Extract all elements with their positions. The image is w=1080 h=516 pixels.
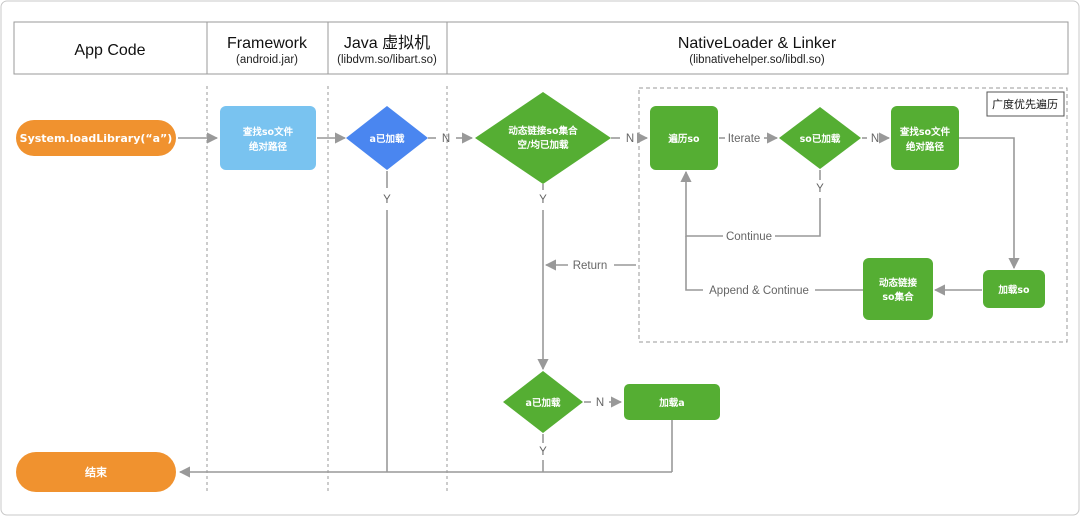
label-n-2: N bbox=[626, 133, 634, 145]
vm-a-loaded-label: a已加载 bbox=[370, 133, 405, 145]
dyn-link-line2: so集合 bbox=[882, 291, 914, 303]
vm-a-loaded-decision[interactable]: a已加载 bbox=[346, 106, 428, 170]
label-n-3: N bbox=[871, 133, 879, 145]
label-n-1: N bbox=[442, 133, 450, 145]
traverse-label: 遍历so bbox=[667, 133, 700, 145]
header-java-vm-sub: (libdvm.so/libart.so) bbox=[337, 54, 437, 66]
traverse-node[interactable]: 遍历so bbox=[650, 106, 718, 170]
load-a-node[interactable]: 加载a bbox=[624, 384, 720, 420]
label-n-4: N bbox=[596, 397, 604, 409]
bfs-label-box bbox=[986, 91, 1065, 117]
edge-find-to-load bbox=[959, 137, 1020, 270]
so-loaded-label: so已加载 bbox=[800, 133, 841, 145]
load-so-label: 加载so bbox=[997, 284, 1030, 296]
header-framework-sub: (android.jar) bbox=[236, 54, 298, 66]
label-y-1: Y bbox=[383, 194, 391, 206]
header-java-vm: Java 虚拟机 bbox=[344, 34, 430, 52]
label-y-2: Y bbox=[539, 194, 547, 206]
header-app-code: App Code bbox=[74, 42, 145, 59]
dyn-link-line1: 动态链接 bbox=[879, 277, 918, 289]
label-return: Return bbox=[573, 260, 608, 272]
edge-append-b bbox=[685, 236, 703, 291]
bfs-label: 广度优先遍历 bbox=[992, 97, 1058, 111]
label-iterate: Iterate bbox=[728, 133, 761, 145]
load-so-node[interactable]: 加载so bbox=[983, 270, 1045, 308]
header-nativeloader-sub: (libnativehelper.so/libdl.so) bbox=[689, 54, 825, 66]
find-path-line1: 查找so文件 bbox=[242, 126, 294, 138]
find-so-path-line2: 绝对路径 bbox=[906, 141, 945, 153]
label-append-continue: Append & Continue bbox=[709, 285, 809, 297]
end-node-label: 结束 bbox=[84, 465, 108, 479]
final-a-loaded-decision[interactable]: a已加载 bbox=[503, 371, 583, 433]
start-node-label: System.loadLibrary(“a”) bbox=[20, 132, 173, 145]
header-framework: Framework bbox=[227, 35, 308, 52]
edge-continue-a bbox=[775, 198, 821, 237]
label-continue: Continue bbox=[726, 231, 772, 243]
deps-check-line2: 空/均已加载 bbox=[518, 139, 569, 151]
label-y-4: Y bbox=[539, 446, 547, 458]
find-so-path-node[interactable]: 查找so文件 绝对路径 bbox=[891, 106, 959, 170]
find-path-line2: 绝对路径 bbox=[249, 141, 288, 153]
deps-check-line1: 动态链接so集合 bbox=[508, 125, 578, 137]
label-y-3: Y bbox=[816, 183, 824, 195]
find-path-node[interactable]: 查找so文件 绝对路径 bbox=[220, 106, 316, 170]
deps-check-decision[interactable]: 动态链接so集合 空/均已加载 bbox=[475, 92, 611, 184]
header-row: App Code Framework (android.jar) Java 虚拟… bbox=[13, 21, 1069, 75]
start-node[interactable]: System.loadLibrary(“a”) bbox=[16, 120, 176, 156]
final-a-loaded-label: a已加载 bbox=[526, 397, 561, 409]
so-loaded-decision[interactable]: so已加载 bbox=[779, 107, 861, 169]
load-a-label: 加载a bbox=[658, 397, 684, 409]
dyn-link-node[interactable]: 动态链接 so集合 bbox=[863, 258, 933, 320]
find-so-path-line1: 查找so文件 bbox=[899, 126, 951, 138]
end-node[interactable]: 结束 bbox=[16, 452, 176, 492]
header-nativeloader: NativeLoader & Linker bbox=[678, 35, 837, 52]
bfs-region bbox=[638, 87, 1068, 343]
